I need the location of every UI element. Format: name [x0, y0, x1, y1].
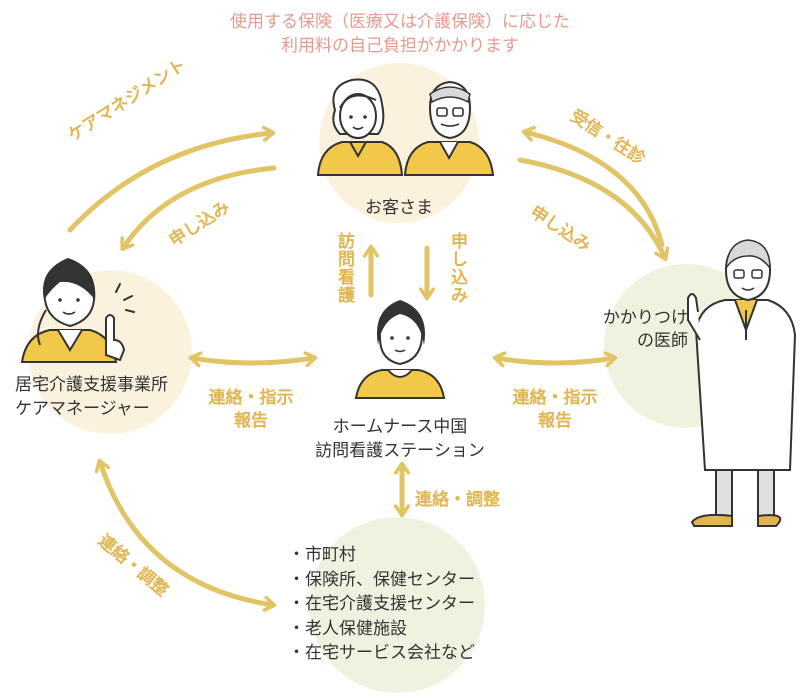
doctor-label-line1: かかりつけ [602, 308, 688, 328]
arrow-apply-left [123, 165, 277, 248]
contact-left-label-line2: 報告 [234, 411, 268, 431]
partner-item: ・保険所、保健センター [288, 569, 475, 590]
station-label-line1: ホームナース中国 [332, 417, 468, 437]
arrow-receive-visit [525, 132, 665, 248]
care-office-label-line2: ケアマネージャー [15, 399, 150, 419]
partner-item: ・在宅介護支援センター [288, 594, 475, 615]
doctor-illustration [687, 239, 797, 527]
contact-left-label-line1: 連絡・指示 [208, 388, 294, 408]
customer-label: お客さま [365, 198, 433, 218]
elderly-man-illustration [403, 80, 495, 176]
care-manager-illustration [20, 258, 135, 363]
partner-item: ・老人保健施設 [288, 618, 407, 639]
arrow-apply-right [517, 157, 665, 258]
partners-circle [309, 517, 485, 693]
apply-center-label: 申し込み [447, 232, 467, 304]
arrow-coordination-left [100, 462, 273, 605]
doctor-label-line2: の医師 [637, 331, 688, 351]
contact-right-label-line2: 報告 [538, 411, 572, 431]
arrow-contact-left [192, 358, 314, 363]
nurse-illustration [354, 300, 446, 399]
arrow-care-management [67, 133, 272, 233]
insurance-note-line2: 利用料の自己負担がかかります [281, 36, 519, 56]
arrow-contact-right [496, 358, 614, 363]
partners-list: ・市町村 ・保険所、保健センター ・在宅介護支援センター ・老人保健施設 ・在宅… [288, 543, 475, 666]
visit-nursing-label: 訪問看護 [334, 232, 354, 304]
care-office-label-line1: 居宅介護支援事業所 [15, 375, 168, 395]
insurance-note-line1: 使用する保険（医療又は介護保険）に応じた [230, 12, 570, 32]
partner-item: ・市町村 [288, 545, 356, 565]
elderly-woman-illustration [316, 78, 404, 176]
partner-item: ・在宅サービス会社など [288, 643, 475, 664]
station-label-line2: 訪問看護ステーション [315, 441, 485, 461]
contact-right-label-line1: 連絡・指示 [512, 388, 598, 408]
coordination-center-label: 連絡・調整 [415, 490, 500, 510]
